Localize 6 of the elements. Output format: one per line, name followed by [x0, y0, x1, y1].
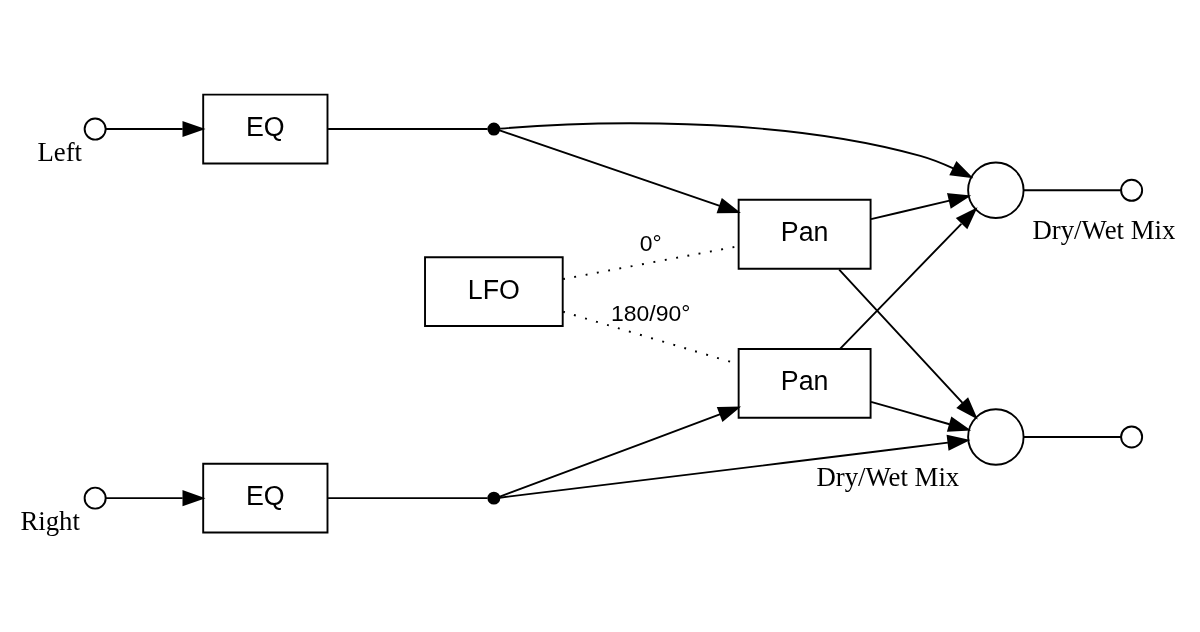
node-label: Dry/Wet Mix	[1032, 215, 1176, 246]
node-label: Dry/Wet Mix	[816, 462, 960, 493]
node-label: Left	[37, 137, 83, 168]
node-label: Right	[20, 506, 80, 537]
edge-label: 180/90°	[611, 300, 691, 327]
edge-label: 0°	[639, 229, 662, 256]
